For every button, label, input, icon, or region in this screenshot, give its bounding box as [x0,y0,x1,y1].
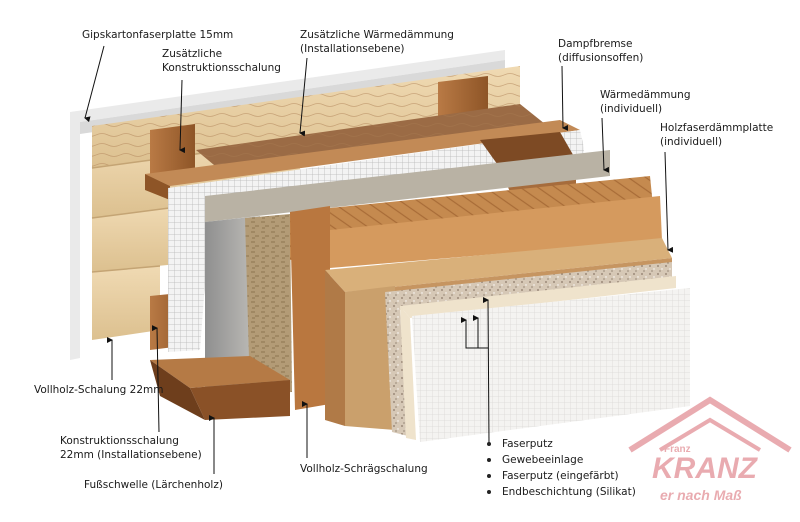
logo-small-text: Franz [664,444,691,455]
kranz-logo-watermark: Franz KRANZ er nach Maß [628,396,792,503]
render-layer-item: Gewebeeinlage [484,452,636,468]
render-layer-list: Faserputz Gewebeeinlage Faserputz (einge… [484,436,636,500]
label-line: Konstruktionsschalung [60,435,179,447]
render-layer-item: Faserputz (eingefärbt) [484,468,636,484]
sill-beam [150,356,290,420]
label-additional-insulation: Zusätzliche Wärmedämmung (Installationse… [300,28,454,56]
label-thermal-insulation: Wärmedämmung (individuell) [600,88,691,116]
render-layer-item: Endbeschichtung (Silikat) [484,484,636,500]
label-line: Zusätzliche Wärmedämmung [300,29,454,41]
label-line: Dampfbremse [558,38,633,50]
render-layers [385,262,690,442]
label-line: Wärmedämmung [600,89,691,101]
label-construction-boarding: Konstruktionsschalung 22mm (Installation… [60,434,202,462]
diagonal-solid-wood-boarding [290,176,662,410]
label-wood-fiber-board: Holzfaserdämmplatte (individuell) [660,121,773,149]
label-gypsum-board: Gipskartonfaserplatte 15mm [82,29,234,41]
additional-insulation-layer [196,104,545,170]
leader-lines [84,45,674,474]
label-line: Holzfaserdämmplatte [660,122,774,134]
label-line: (Installationsebene) [300,43,405,55]
label-line: (diffusionsoffen) [558,52,644,64]
label-additional-construction-boarding: Zusätzliche Konstruktionsschalung [162,47,281,75]
logo-tagline-text: er nach Maß [660,487,742,503]
logo-brand-text: KRANZ [652,452,759,485]
label-line: Konstruktionsschalung [162,62,281,74]
label-sill-beam: Fußschwelle (Lärchenholz) [84,479,223,491]
label-line: (individuell) [660,136,723,148]
label-line: (individuell) [600,103,663,115]
vapor-barrier-mesh [168,130,584,352]
label-line: 22mm (Installationsebene) [60,449,202,461]
horizontal-batten [145,120,580,200]
wood-fiber-insulation-edge [245,214,292,394]
label-diagonal-boarding: Vollholz-Schrägschalung [300,463,428,475]
label-solid-wood-boarding: Vollholz-Schalung 22mm [34,384,164,396]
render-layer-item: Faserputz [484,436,636,452]
label-line: Zusätzliche [162,48,223,60]
label-vapor-barrier: Dampfbremse (diffusionsoffen) [558,37,643,65]
